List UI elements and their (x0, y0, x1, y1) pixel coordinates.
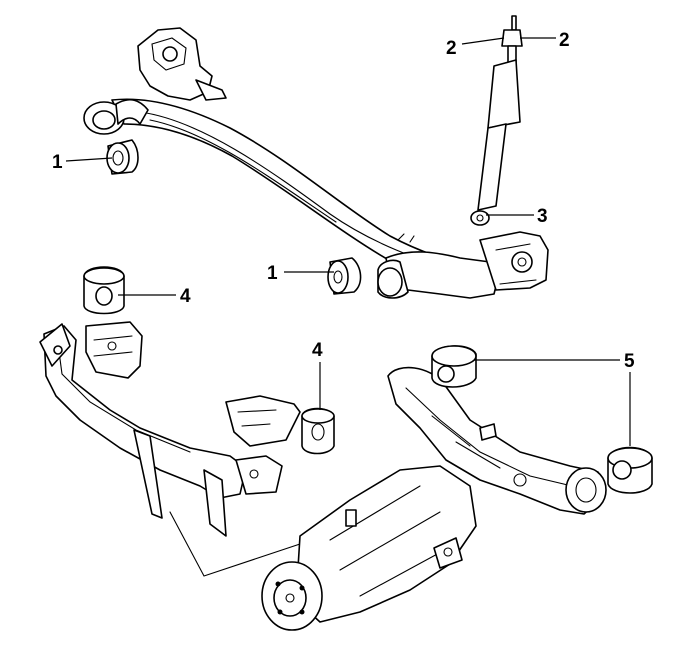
callouts: 1 1 2 2 3 4 4 5 (52, 30, 635, 446)
bushing-1-left (106, 139, 139, 175)
rear-subframe (39, 321, 313, 577)
callout-2-right: 2 (559, 30, 570, 51)
bushing-4-upper (83, 266, 125, 315)
rear-lower-arm (387, 366, 607, 515)
twist-beam-axle (83, 27, 549, 299)
callout-4-upper: 4 (180, 286, 191, 307)
differential-housing (261, 465, 477, 631)
callout-4-lower: 4 (312, 340, 323, 361)
callout-1-right: 1 (267, 263, 278, 284)
bushing-5-lower (607, 446, 653, 494)
bushing-1-right (327, 257, 362, 295)
bushing-5-upper (431, 345, 477, 388)
callout-5: 5 (624, 351, 635, 372)
callout-2-left: 2 (446, 38, 457, 59)
callout-3: 3 (537, 206, 548, 227)
callout-1-left: 1 (52, 152, 63, 173)
bushing-4-lower (301, 407, 335, 455)
shock-absorber (470, 15, 523, 226)
